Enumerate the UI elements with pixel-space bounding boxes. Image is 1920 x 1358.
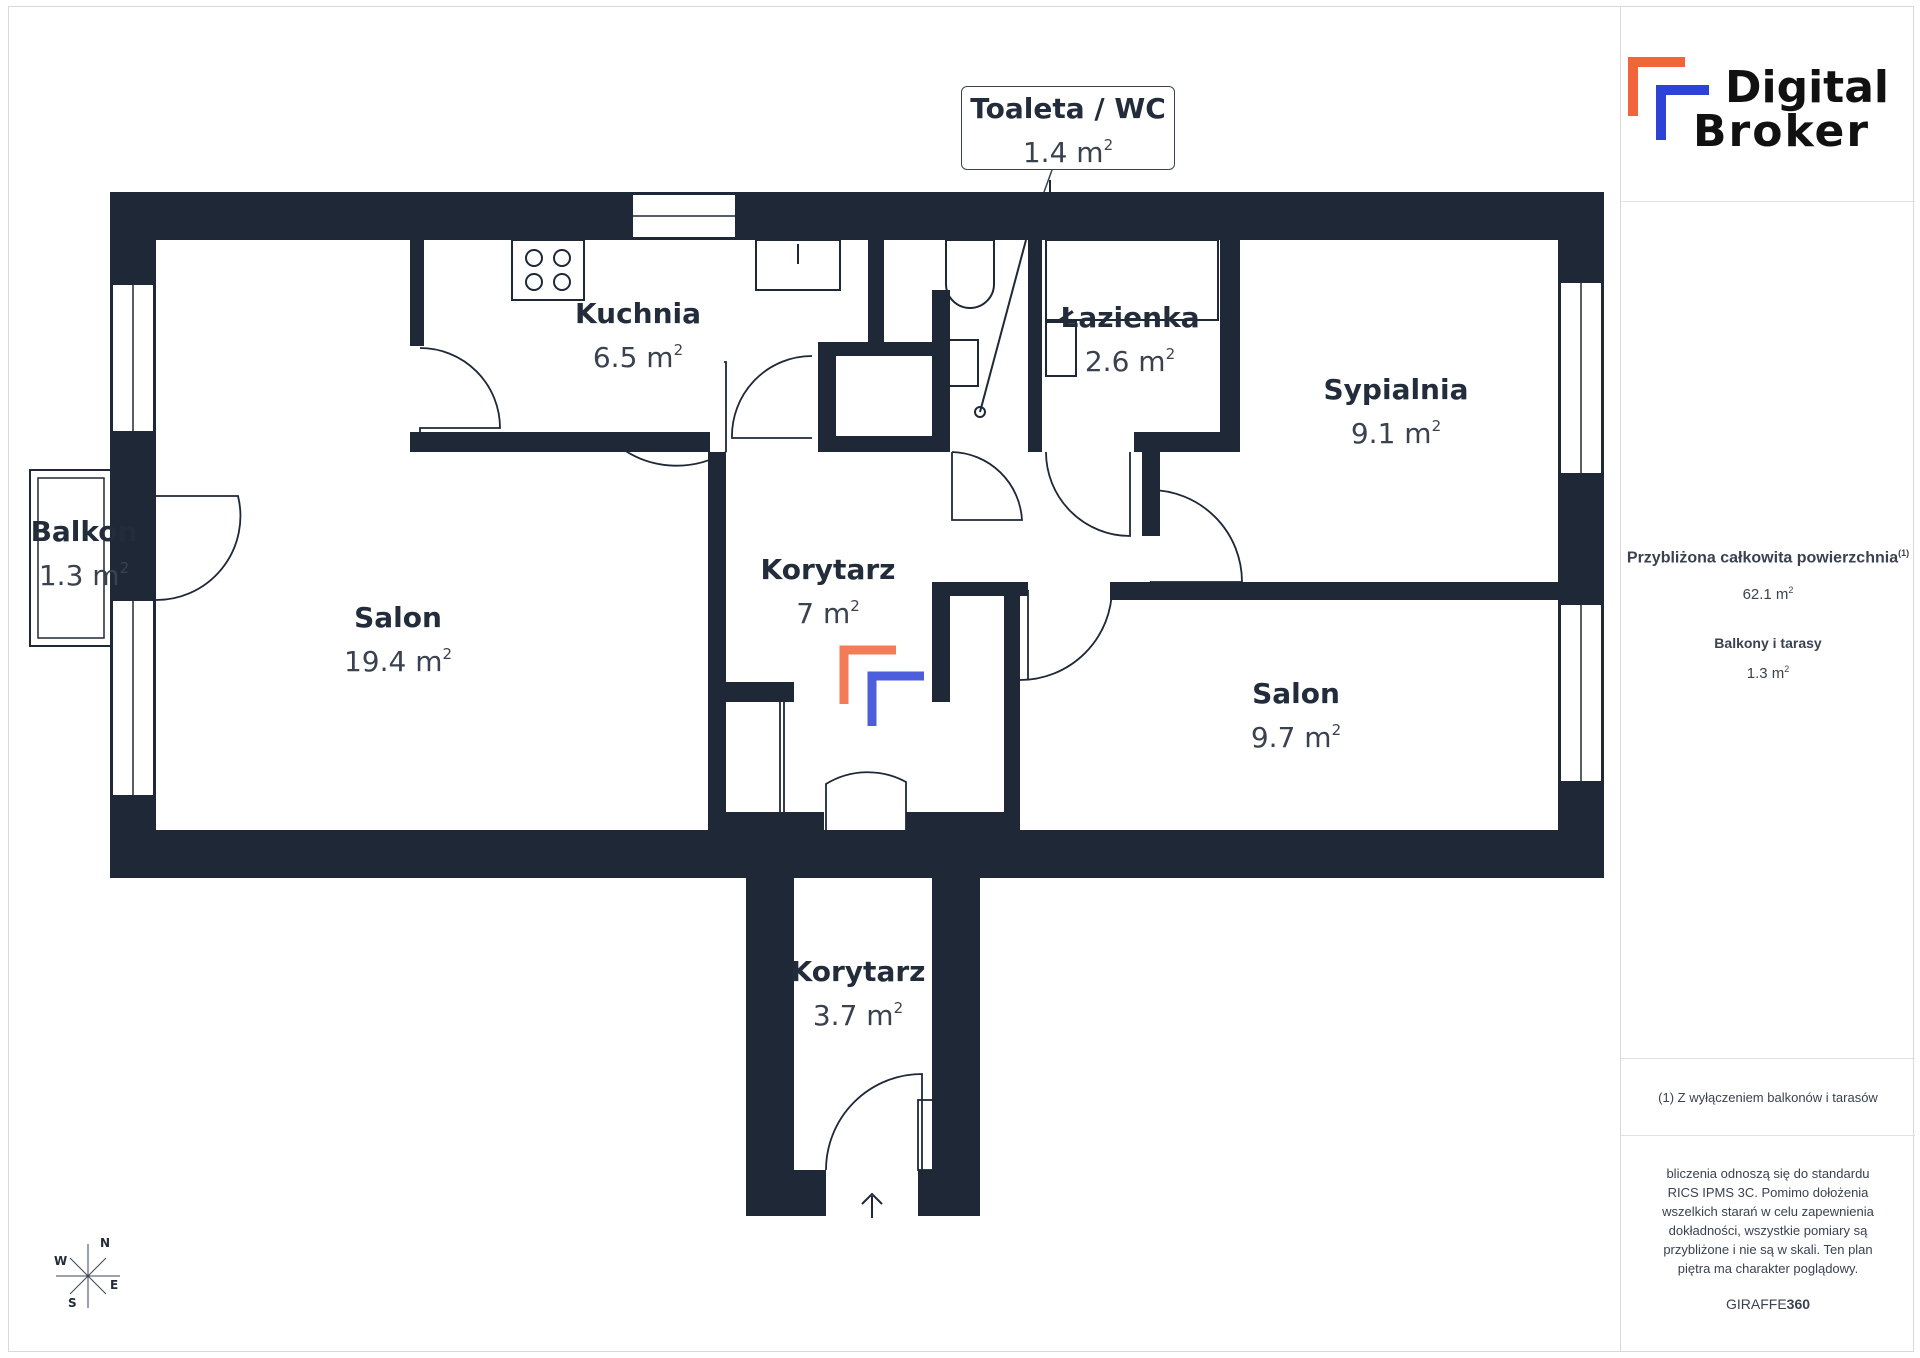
- wall-entry-bottom-left: [746, 1170, 826, 1216]
- wall-closet-left: [818, 342, 836, 452]
- balcony-outline: [29, 469, 113, 647]
- compass-rose: [56, 1244, 120, 1308]
- logo-word-broker: Broker: [1693, 106, 1871, 157]
- door-kitchen: [419, 347, 501, 432]
- wall-closet-bottom: [818, 436, 950, 452]
- stove-icon: [511, 239, 585, 301]
- wall-storage-left: [932, 582, 950, 702]
- room-corridor-1: Korytarz 7 m2: [761, 552, 896, 632]
- room-name: Balkon: [30, 515, 138, 548]
- door-kitchen-hall: [731, 355, 813, 439]
- room-name: Toaleta / WC: [970, 92, 1166, 125]
- floor-plan: Toaleta / WC 1.4 m2 Kuchnia 6.5 m2 Łazie…: [29, 86, 1604, 1316]
- compass-e: E: [110, 1278, 119, 1292]
- logo-word-digital: Digital: [1725, 62, 1889, 113]
- door-salon2: [1019, 587, 1113, 681]
- room-name: Salon: [1252, 677, 1340, 710]
- wall-kitchen-left: [410, 236, 424, 346]
- wall-hall-bottom-left: [708, 812, 824, 832]
- wall-bedroom-bottom: [1110, 582, 1570, 600]
- room-area: 9.7 m2: [1250, 721, 1342, 754]
- wall-salon2-left: [1004, 582, 1020, 832]
- bath-sink-icon: [1045, 321, 1077, 377]
- wall-hall-bottom-right: [906, 812, 1016, 832]
- wall-balcony-stub: [110, 432, 156, 494]
- door-wc: [951, 451, 1023, 521]
- wall-top: [110, 192, 1604, 240]
- balcony-area-value: 1.3 m2: [1746, 664, 1790, 683]
- room-name: Kuchnia: [574, 297, 702, 330]
- wall-closet-top: [818, 342, 950, 356]
- wall-kitchen-bottom: [410, 432, 710, 452]
- door-hall-inner: [825, 771, 907, 830]
- brand-logo: Digital Broker: [1621, 6, 1915, 202]
- drain-icon: [974, 406, 986, 418]
- logo-mark-icon: [1628, 57, 1709, 140]
- wall-wardrobe-top: [724, 682, 794, 702]
- compass-w: W: [54, 1254, 68, 1268]
- door-entry: [825, 1073, 923, 1171]
- compass-icon: N E S W: [48, 1236, 128, 1316]
- room-balcony: Balkon 1.3 m2: [31, 514, 138, 594]
- room-name: Sypialnia: [1323, 373, 1469, 406]
- wall-entry-bottom-right: [918, 1170, 980, 1216]
- room-kitchen: Kuchnia 6.5 m2: [575, 296, 701, 376]
- giraffe-brand: GIRAFFE360: [1725, 1296, 1811, 1312]
- room-area: 1.4 m2: [1022, 136, 1114, 169]
- wc-sink-icon: [947, 339, 979, 387]
- door-balcony: [153, 495, 242, 601]
- room-area: 6.5 m2: [592, 341, 684, 374]
- wall-bottom: [110, 830, 1604, 878]
- room-area: 7 m2: [796, 597, 860, 630]
- room-area: 1.3 m2: [38, 559, 130, 592]
- door-bath: [1045, 451, 1131, 537]
- watermark-logo: [839, 645, 924, 726]
- room-salon-2: Salon 9.7 m2: [1251, 676, 1341, 756]
- entry-arrow-icon: [861, 1192, 883, 1218]
- room-area: 3.7 m2: [812, 999, 904, 1032]
- sink-icon: [755, 239, 841, 291]
- compass-s: S: [68, 1296, 77, 1310]
- wall-bedroom-left: [1220, 236, 1240, 452]
- room-area: 9.1 m2: [1350, 417, 1442, 450]
- room-name: Korytarz: [790, 955, 926, 988]
- room-bathroom: Łazienka 2.6 m2: [1060, 300, 1199, 380]
- room-name: Łazienka: [1060, 301, 1200, 334]
- total-area-value: 62.1 m2: [1742, 585, 1794, 604]
- wall-entry-right: [932, 876, 980, 1216]
- wall-closet-right: [932, 290, 950, 452]
- compass-n: N: [100, 1236, 111, 1250]
- room-salon-1: Salon 19.4 m2: [344, 600, 452, 680]
- disclaimer-text: bliczenia odnoszą się do standardu RICS …: [1662, 1166, 1874, 1276]
- footnote: (1) Z wyłączeniem balkonów i tarasów: [1621, 1058, 1915, 1136]
- page-frame: [8, 6, 1914, 1352]
- balcony-area-label: Balkony i tarasy: [1714, 635, 1822, 652]
- floor-plan-drawing: [29, 180, 1604, 1218]
- area-summary: Przybliżona całkowita powierzchnia(1) 62…: [1621, 540, 1915, 709]
- bathtub-icon: [1045, 239, 1219, 321]
- info-sidebar: Digital Broker Przybliżona całkowita pow…: [1620, 6, 1915, 1352]
- room-name: Salon: [354, 601, 442, 634]
- room-corridor-2: Korytarz 3.7 m2: [791, 954, 926, 1034]
- room-name: Korytarz: [760, 553, 896, 586]
- door-salon: [623, 449, 727, 467]
- wall-bath-door-jamb: [1142, 436, 1160, 536]
- toilet-icon: [945, 239, 995, 309]
- room-area: 2.6 m2: [1084, 345, 1176, 378]
- wall-wc-right: [1028, 236, 1042, 452]
- wall-entry-left: [746, 876, 794, 1216]
- total-area-label: Przybliżona całkowita powierzchnia(1): [1626, 548, 1910, 567]
- room-bedroom: Sypialnia 9.1 m2: [1324, 372, 1469, 452]
- door-bedroom: [1149, 489, 1243, 583]
- wall-salon1-right: [708, 452, 726, 832]
- callout-toilet: Toaleta / WC 1.4 m2: [961, 86, 1175, 170]
- wall-kitchen-right: [868, 236, 884, 342]
- room-area: 19.4 m2: [343, 645, 453, 678]
